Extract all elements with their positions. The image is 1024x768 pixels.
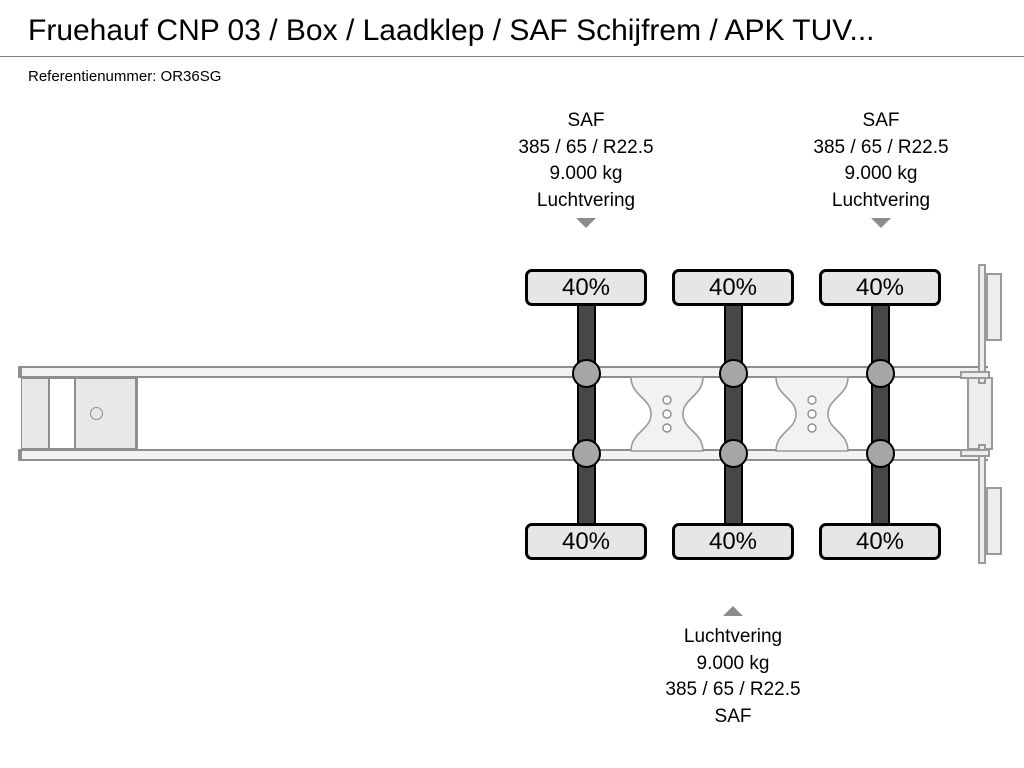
axle-spec-top-1: SAF 385 / 65 / R22.5 9.000 kg Luchtverin…: [486, 108, 686, 214]
page-title: Fruehauf CNP 03 / Box / Laadklep / SAF S…: [28, 14, 875, 47]
axle-spec-capacity: 9.000 kg: [549, 163, 623, 184]
reference-number: Referentienummer: OR36SG: [28, 68, 222, 85]
tyre-tread-badge-1-top[interactable]: 40%: [525, 269, 647, 306]
header-bar: Fruehauf CNP 03 / Box / Laadklep / SAF S…: [0, 0, 1024, 57]
front-plate-gap: [49, 378, 75, 449]
front-plate-divider: [136, 378, 138, 449]
axle-spec-brand: SAF: [714, 705, 752, 727]
wheel-hub-1-top: [572, 359, 601, 388]
axle-connector-2: [772, 376, 852, 452]
triangle-up-icon-1: [723, 606, 743, 616]
rear-bracket-bottom: [960, 449, 990, 457]
chassis-rail-top-endcap: [18, 366, 22, 378]
triangle-down-icon-1: [576, 218, 596, 228]
rear-post-lower: [978, 444, 986, 564]
axle-spec-tyre: 385 / 65 / R22.5: [665, 679, 801, 700]
tyre-tread-badge-2-top[interactable]: 40%: [672, 269, 794, 306]
axle-bar-2: [724, 300, 743, 530]
wheel-hub-2-top: [719, 359, 748, 388]
rear-bracket-top: [960, 371, 990, 379]
kingpin-plate: [75, 378, 136, 449]
wheel-hub-1-bottom: [572, 439, 601, 468]
axle-spec-suspension: Luchtvering: [536, 189, 636, 211]
axle-spec-suspension: Luchtvering: [683, 626, 783, 647]
wheel-hub-3-bottom: [866, 439, 895, 468]
rear-post-upper: [978, 264, 986, 384]
tyre-tread-badge-2-bottom[interactable]: 40%: [672, 523, 794, 560]
tyre-tread-badge-3-bottom[interactable]: 40%: [819, 523, 941, 560]
axle-spec-capacity: 9.000 kg: [696, 652, 770, 674]
tyre-tread-badge-3-top[interactable]: 40%: [819, 269, 941, 306]
kingpin-icon: [90, 407, 103, 420]
axle-spec-suspension: Luchtvering: [831, 189, 931, 211]
axle-bar-3: [871, 300, 890, 530]
axle-spec-tyre: 385 / 65 / R22.5: [813, 136, 949, 158]
axle-spec-top-2: SAF 385 / 65 / R22.5 9.000 kg Luchtverin…: [781, 108, 981, 214]
rear-bumper-lower: [986, 487, 1002, 555]
axle-spec-bottom-1: Luchtvering 9.000 kg 385 / 65 / R22.5 SA…: [633, 624, 833, 730]
rear-bumper-upper: [986, 273, 1002, 341]
front-plate-a: [21, 378, 49, 449]
axle-bar-1: [577, 300, 596, 530]
axle-spec-tyre: 385 / 65 / R22.5: [518, 136, 654, 158]
triangle-down-icon-2: [871, 218, 891, 228]
axle-spec-brand: SAF: [862, 110, 900, 131]
rear-cross-member: [967, 377, 993, 450]
wheel-hub-2-bottom: [719, 439, 748, 468]
axle-spec-brand: SAF: [567, 110, 605, 131]
chassis-rail-bottom-endcap: [18, 449, 22, 461]
wheel-hub-3-top: [866, 359, 895, 388]
tyre-tread-badge-1-bottom[interactable]: 40%: [525, 523, 647, 560]
axle-spec-capacity: 9.000 kg: [844, 163, 918, 184]
axle-connector-1: [627, 376, 707, 452]
